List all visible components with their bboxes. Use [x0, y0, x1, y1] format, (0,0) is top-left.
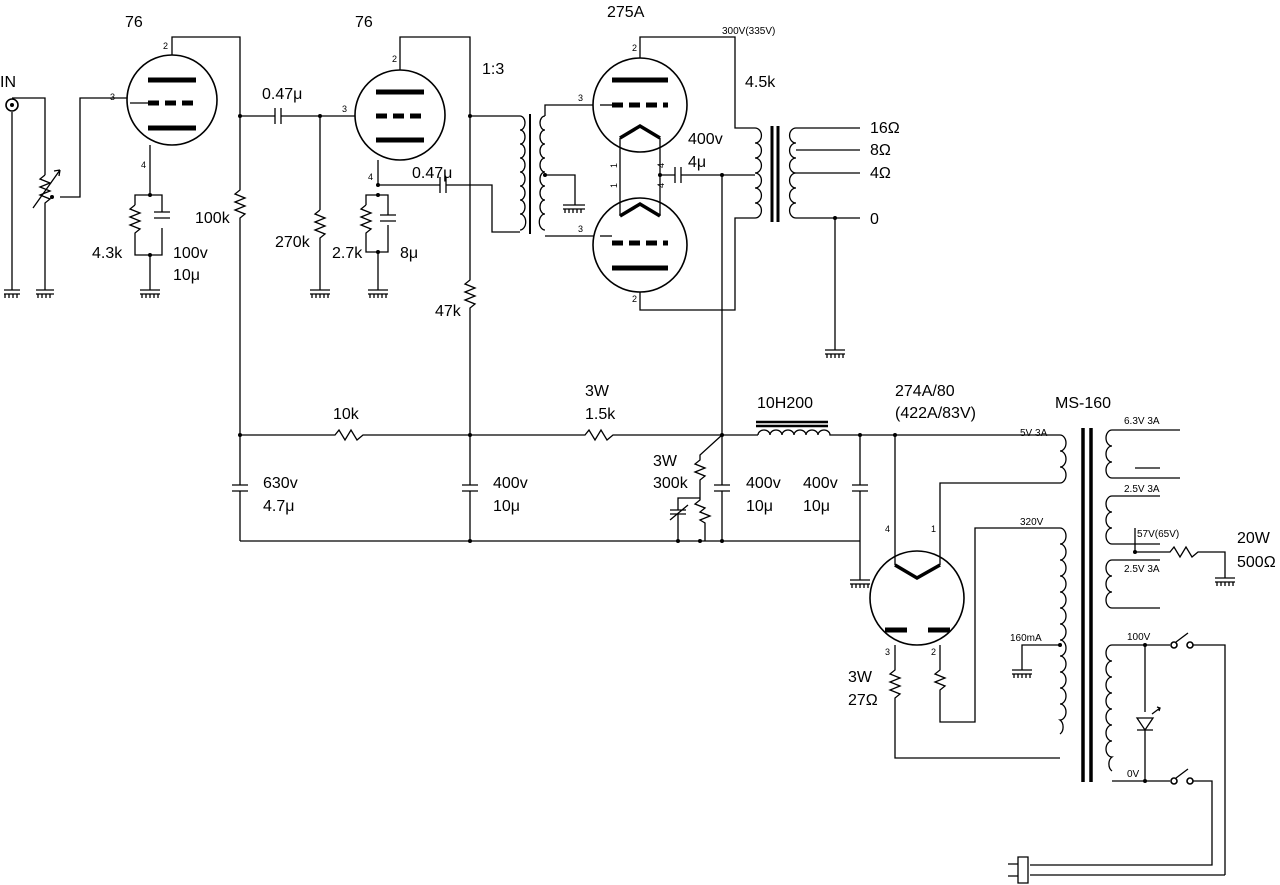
output-stage: 275A 300V(335V) 2 2 1 1 4 4 400v 4μ: [592, 4, 775, 435]
load-resistance: 500Ω: [1237, 554, 1276, 571]
svg-text:3W: 3W: [585, 383, 610, 400]
interstage-ratio: 1:3: [482, 61, 504, 78]
svg-text:2: 2: [392, 54, 397, 64]
svg-text:4: 4: [656, 183, 666, 188]
output-tap-0: 0: [870, 211, 879, 228]
svg-text:630v: 630v: [263, 475, 298, 492]
input-section: [4, 97, 128, 298]
input-label: IN: [0, 74, 16, 91]
svg-text:4.7μ: 4.7μ: [263, 498, 294, 515]
svg-text:320V: 320V: [1020, 517, 1044, 528]
svg-text:2.5V 3A: 2.5V 3A: [1124, 564, 1160, 575]
volume-potentiometer: [38, 174, 52, 290]
stage1-tube-icon: [126, 54, 218, 146]
svg-text:10μ: 10μ: [173, 267, 200, 284]
svg-text:10μ: 10μ: [746, 498, 773, 515]
svg-text:5V 3A: 5V 3A: [1020, 428, 1048, 439]
svg-text:8μ: 8μ: [400, 245, 418, 262]
power-transformer-model: MS-160: [1055, 395, 1111, 412]
stage2: 2 4 76 0.47μ 2.7k 8μ 47k 1:3: [332, 14, 520, 435]
svg-text:4: 4: [885, 524, 890, 534]
svg-text:1.5k: 1.5k: [585, 406, 616, 423]
stage2-tube-label: 76: [355, 14, 373, 31]
svg-text:1: 1: [609, 183, 619, 188]
svg-text:0.47μ: 0.47μ: [412, 165, 452, 182]
power-supply-rail: 10k 3W 1.5k 630v 4.7μ 400v 10μ 3W 300k 4…: [232, 383, 1060, 588]
svg-text:3: 3: [578, 93, 583, 103]
svg-text:2.5V 3A: 2.5V 3A: [1124, 484, 1160, 495]
svg-text:3: 3: [578, 224, 583, 234]
svg-text:27Ω: 27Ω: [848, 692, 878, 709]
interstage-transformer: 3 3: [519, 93, 600, 237]
svg-text:270k: 270k: [275, 234, 311, 251]
output-tap-16: 16Ω: [870, 120, 900, 137]
svg-text:100v: 100v: [173, 245, 208, 262]
svg-text:3: 3: [342, 104, 347, 114]
svg-text:300k: 300k: [653, 475, 689, 492]
svg-text:6.3V 3A: 6.3V 3A: [1124, 416, 1160, 427]
output-transformer-impedance: 4.5k: [745, 74, 776, 91]
svg-text:400v: 400v: [746, 475, 781, 492]
mains-plug-icon: [1008, 856, 1225, 884]
choke-label: 10H200: [757, 395, 813, 412]
coupling-cap-1: 0.47μ 270k 3: [240, 86, 358, 298]
rectifier-tube-label: 274A/80: [895, 383, 955, 400]
svg-text:2: 2: [931, 647, 936, 657]
svg-text:100V: 100V: [1127, 632, 1151, 643]
svg-text:3W: 3W: [848, 669, 873, 686]
svg-text:10k: 10k: [333, 406, 360, 423]
svg-text:400v: 400v: [688, 131, 723, 148]
stage1: 2 3 4 76 4.3k 100v 10μ 100k: [92, 14, 247, 435]
svg-text:160mA: 160mA: [1010, 633, 1042, 644]
svg-text:0V: 0V: [1127, 769, 1140, 780]
svg-text:4: 4: [368, 172, 373, 182]
svg-text:2: 2: [632, 43, 637, 53]
power-switch-icon[interactable]: [1170, 641, 1178, 649]
svg-text:400v: 400v: [493, 475, 528, 492]
svg-text:2.7k: 2.7k: [332, 245, 363, 262]
stage1-tube-label: 76: [125, 14, 143, 31]
svg-text:400v: 400v: [803, 475, 838, 492]
stage1-plate-resistor: 100k: [195, 210, 231, 227]
load-power: 20W: [1237, 530, 1271, 547]
power-transformer: MS-160 5V 3A 6.3V 3A 2.5V 3A: [1008, 395, 1276, 884]
svg-text:0.47μ: 0.47μ: [262, 86, 302, 103]
svg-text:1: 1: [931, 524, 936, 534]
power-switch-2-icon[interactable]: [1170, 777, 1178, 785]
svg-text:300V(335V): 300V(335V): [722, 26, 775, 37]
svg-text:10μ: 10μ: [803, 498, 830, 515]
svg-text:1: 1: [609, 163, 619, 168]
output-tap-8: 8Ω: [870, 142, 891, 159]
output-tap-4: 4Ω: [870, 165, 891, 182]
svg-text:2: 2: [632, 294, 637, 304]
svg-text:4: 4: [656, 163, 666, 168]
svg-text:(422A/83V): (422A/83V): [895, 405, 976, 422]
rectifier: 274A/80 (422A/83V) 4 1 3 2 3W 27Ω: [848, 383, 1060, 759]
svg-text:47k: 47k: [435, 303, 462, 320]
svg-text:10μ: 10μ: [493, 498, 520, 515]
svg-text:4μ: 4μ: [688, 154, 706, 171]
svg-text:2: 2: [163, 41, 168, 51]
svg-text:3: 3: [885, 647, 890, 657]
svg-text:57V(65V): 57V(65V): [1137, 529, 1179, 540]
svg-text:4: 4: [141, 160, 146, 170]
output-transformer: 4.5k 16Ω 8Ω 4Ω 0: [745, 74, 900, 358]
rectifier-tube-icon: [869, 550, 965, 646]
svg-text:3: 3: [110, 92, 115, 102]
stage1-cathode-resistor: 4.3k: [92, 245, 123, 262]
svg-text:3W: 3W: [653, 453, 678, 470]
output-tube-label: 275A: [607, 4, 645, 21]
